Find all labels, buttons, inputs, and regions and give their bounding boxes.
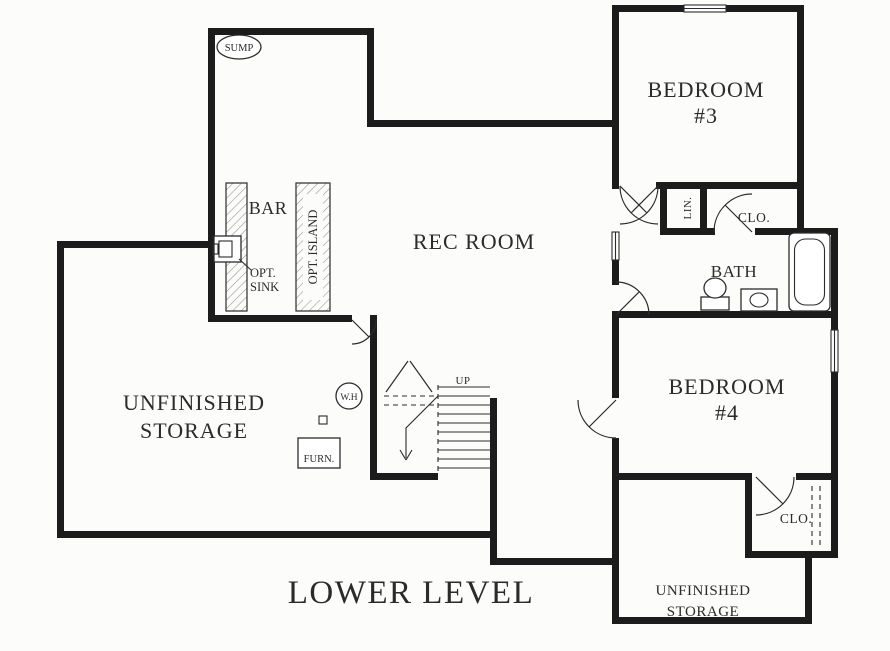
wall-segment — [490, 398, 497, 565]
wall-segment — [745, 551, 838, 558]
sump-label: SUMP — [225, 43, 254, 54]
wall-segment — [700, 182, 707, 235]
wall-segment — [755, 228, 804, 235]
bath-sink — [740, 288, 778, 312]
wall-segment — [57, 241, 215, 248]
stair-direction-arrow — [399, 395, 439, 461]
opt-sink-label-line2: SINK — [250, 280, 279, 294]
door-swing — [615, 281, 650, 316]
wall-segment — [660, 182, 667, 235]
sump-pit: SUMP — [216, 34, 262, 60]
wall-segment — [612, 260, 619, 285]
door-swing — [619, 185, 659, 225]
linen-closet-label: LIN. — [682, 196, 694, 219]
wall-segment — [805, 551, 812, 624]
door-swing — [619, 185, 659, 225]
windows — [611, 4, 839, 373]
wall-segment — [796, 473, 838, 480]
water-heater-label: W.H — [340, 393, 357, 403]
cased-opening — [611, 231, 620, 261]
plan-title: LOWER LEVEL — [288, 575, 535, 611]
wall-segment — [612, 617, 812, 624]
wall-segment — [797, 228, 838, 235]
wall-segment — [208, 28, 374, 35]
opt-sink-label-line1: OPT. — [250, 266, 276, 280]
bedroom3-label-line2: #3 — [694, 103, 718, 128]
doors — [351, 185, 795, 516]
bar-label: BAR — [249, 198, 288, 218]
floor-drain — [318, 415, 328, 425]
rec-room-label: REC ROOM — [413, 229, 535, 254]
wall-segment — [57, 241, 64, 538]
wall-segment — [367, 28, 374, 127]
bar-sink — [212, 235, 252, 271]
closet-bottom-label: CLO. — [780, 511, 812, 526]
door-swing — [713, 193, 753, 233]
closet-top-label: CLO. — [738, 210, 770, 225]
utilities: W.H FURN. — [297, 382, 363, 469]
bedroom4-label-line1: BEDROOM — [668, 374, 785, 399]
door-swing — [577, 399, 617, 439]
wall-segment — [208, 315, 352, 322]
bedroom3-label-line1: BEDROOM — [647, 77, 764, 102]
up-label: UP — [455, 375, 470, 387]
wall-segment — [831, 228, 838, 558]
opt-island-label: OPT. ISLAND — [306, 210, 320, 285]
toilet — [700, 277, 730, 311]
bath-label: BATH — [711, 262, 757, 281]
unfinished-storage-left-label-line2: STORAGE — [140, 418, 248, 443]
wall-segment — [370, 473, 438, 480]
wall-segment — [208, 28, 215, 322]
door-swing — [755, 476, 795, 516]
wall-segment — [660, 228, 715, 235]
wall-segment — [612, 5, 619, 189]
wall-segment — [612, 438, 619, 624]
closet-shelving — [811, 486, 821, 548]
unfinished-storage-left-label-line1: UNFINISHED — [123, 390, 265, 415]
wall-segment — [367, 120, 619, 127]
wall-segment — [656, 182, 804, 189]
unfinished-storage-right-label-line1: UNFINISHED — [656, 583, 751, 599]
island-label-bg — [303, 194, 323, 300]
window — [683, 4, 727, 13]
stairs: UP — [384, 375, 490, 473]
furnace: FURN. — [297, 437, 341, 469]
walls — [57, 5, 838, 624]
bathroom-fixtures — [700, 232, 831, 312]
wall-segment — [612, 311, 838, 318]
door-swing — [351, 319, 377, 345]
water-heater: W.H — [335, 382, 363, 410]
unfinished-storage-right-label-line2: STORAGE — [667, 604, 739, 620]
bedroom4-label-line2: #4 — [715, 400, 739, 425]
window — [830, 329, 839, 373]
double-door — [385, 360, 433, 393]
wall-segment — [745, 480, 752, 558]
room-labels: REC ROOM BEDROOM #3 BEDROOM #4 UNFINISHE… — [123, 77, 812, 620]
bathtub — [788, 232, 831, 312]
wall-segment — [612, 318, 619, 398]
wall-segment — [797, 5, 804, 235]
wall-segment — [57, 531, 497, 538]
wall-segment — [612, 473, 752, 480]
wall-segment — [490, 558, 619, 565]
wall-segment — [370, 315, 377, 480]
bar-area: SUMP BAR OPT. SINK OPT. ISLAND — [212, 34, 331, 312]
stair-treads — [438, 386, 490, 469]
furnace-label: FURN. — [304, 454, 335, 465]
